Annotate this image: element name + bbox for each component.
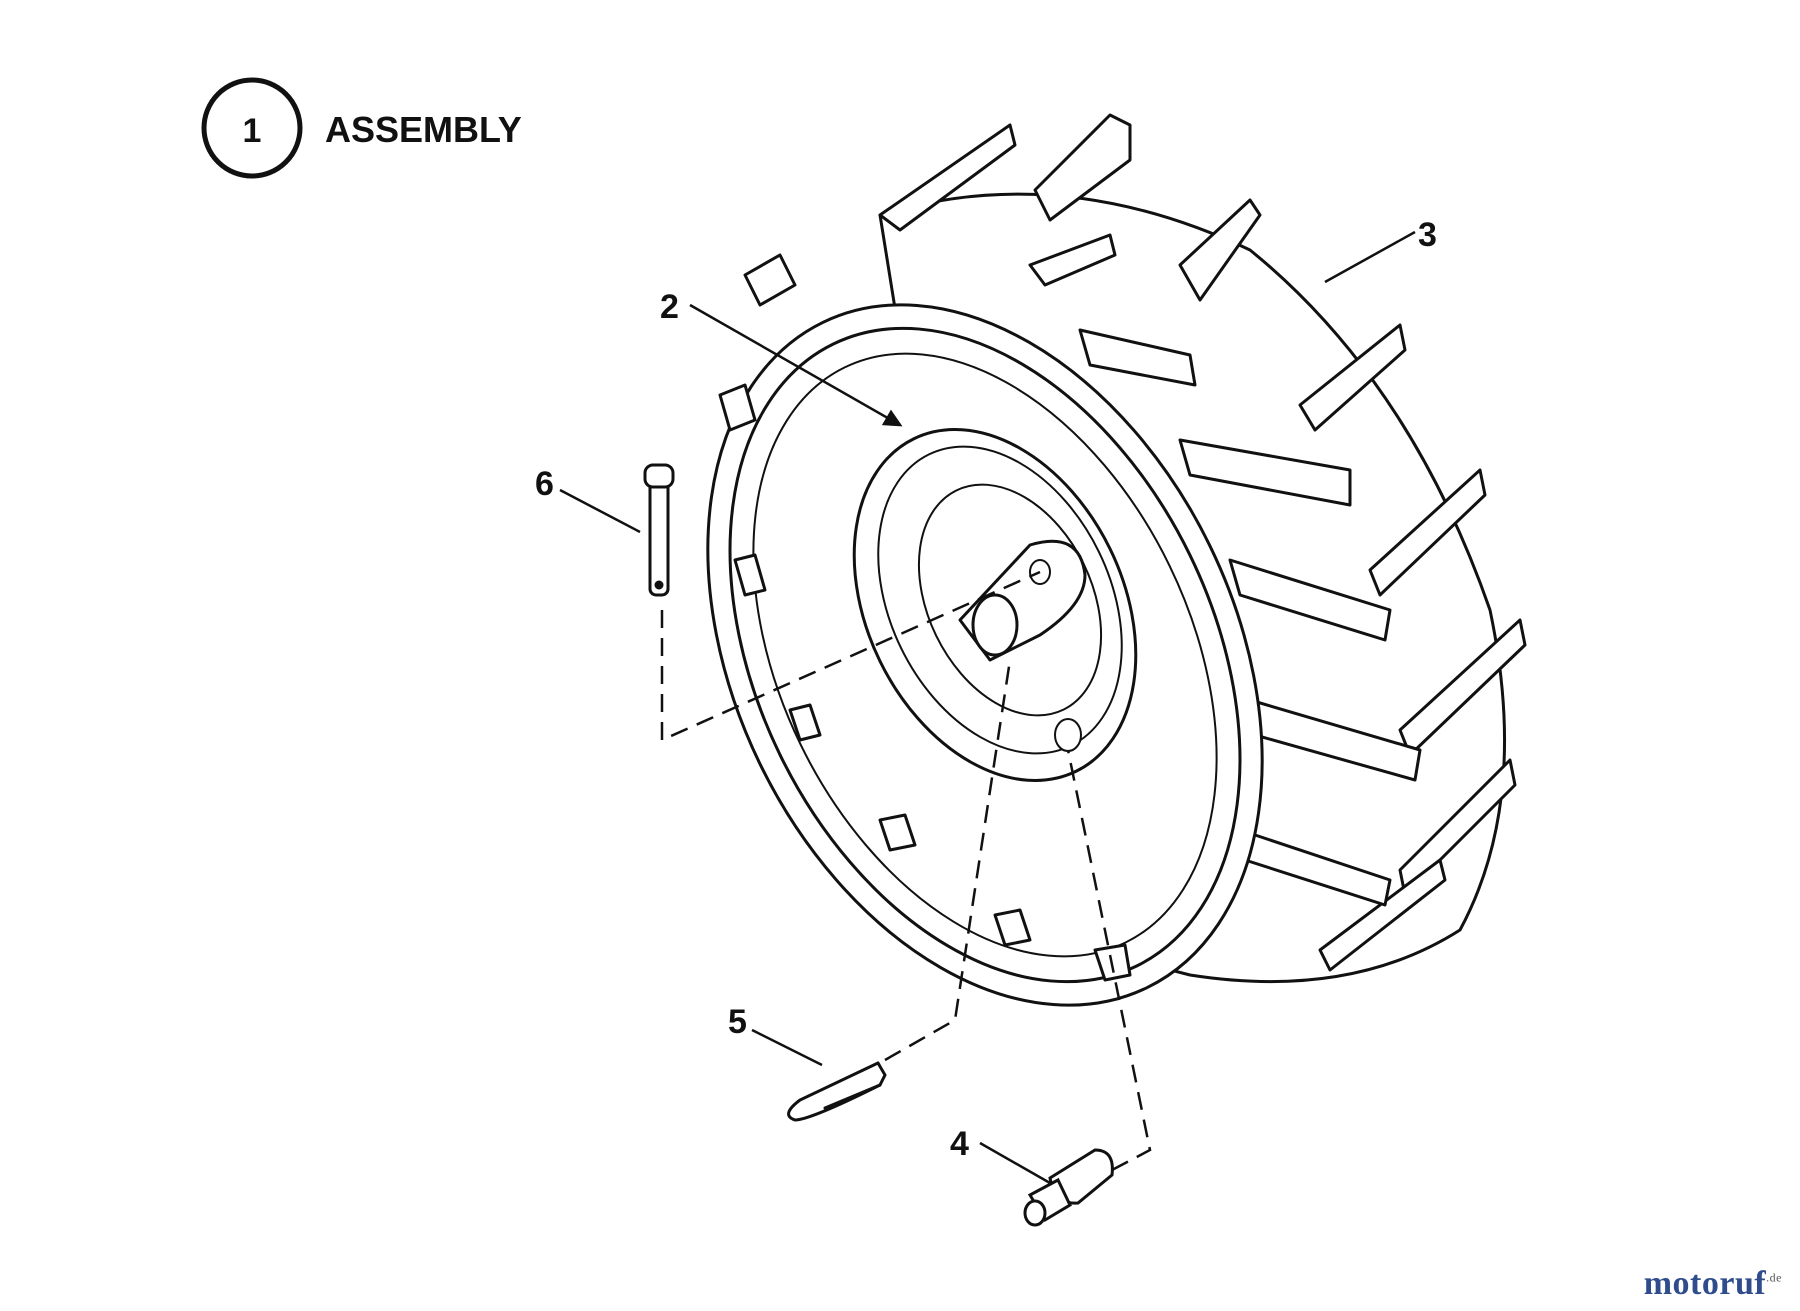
hairpin-clip [787, 1061, 887, 1122]
leader-6 [559, 488, 641, 534]
callout-3: 3 [1418, 216, 1437, 254]
watermark-suffix: .de [1766, 1270, 1782, 1285]
callout-5: 5 [728, 1003, 747, 1041]
callout-6: 6 [535, 465, 554, 503]
arrowhead-2 [881, 409, 903, 427]
assembly-line-clip [884, 659, 1012, 1062]
tread-lugs [878, 113, 1527, 972]
hitch-pin-head [643, 463, 675, 489]
valve-stem-hole [1054, 718, 1082, 752]
callout-2: 2 [660, 288, 679, 326]
valve-stem [1023, 1148, 1114, 1227]
rim-edge [728, 326, 1242, 984]
callout-4: 4 [950, 1125, 969, 1163]
assembly-header: 1 ASSEMBLY [201, 77, 522, 179]
axle-bore [971, 593, 1019, 657]
leader-2 [689, 303, 901, 427]
hitch-pin [643, 463, 675, 597]
assembly-line-pin [660, 570, 1041, 742]
watermark-text: motoruf [1643, 1265, 1767, 1302]
leader-5 [751, 1028, 823, 1067]
leader-3 [1324, 230, 1416, 284]
tire-assembly [706, 113, 1527, 1007]
assembly-lines [660, 570, 1152, 1172]
assembly-title: ASSEMBLY [325, 109, 522, 150]
step-number-circle [201, 77, 303, 179]
sidewall-lugs [718, 253, 1132, 982]
callout-labels: 2 3 4 5 6 [535, 216, 1437, 1163]
hitch-pin-hole [654, 580, 664, 590]
watermark-logo: motoruf.de [1644, 1265, 1782, 1303]
leader-4 [979, 1141, 1051, 1185]
assembly-line-valve [1066, 749, 1152, 1172]
hitch-pin-shaft [648, 473, 670, 597]
axle-hub [958, 539, 1087, 662]
step-number: 1 [243, 112, 262, 150]
leader-lines [559, 230, 1416, 1185]
rim-well [752, 352, 1218, 958]
